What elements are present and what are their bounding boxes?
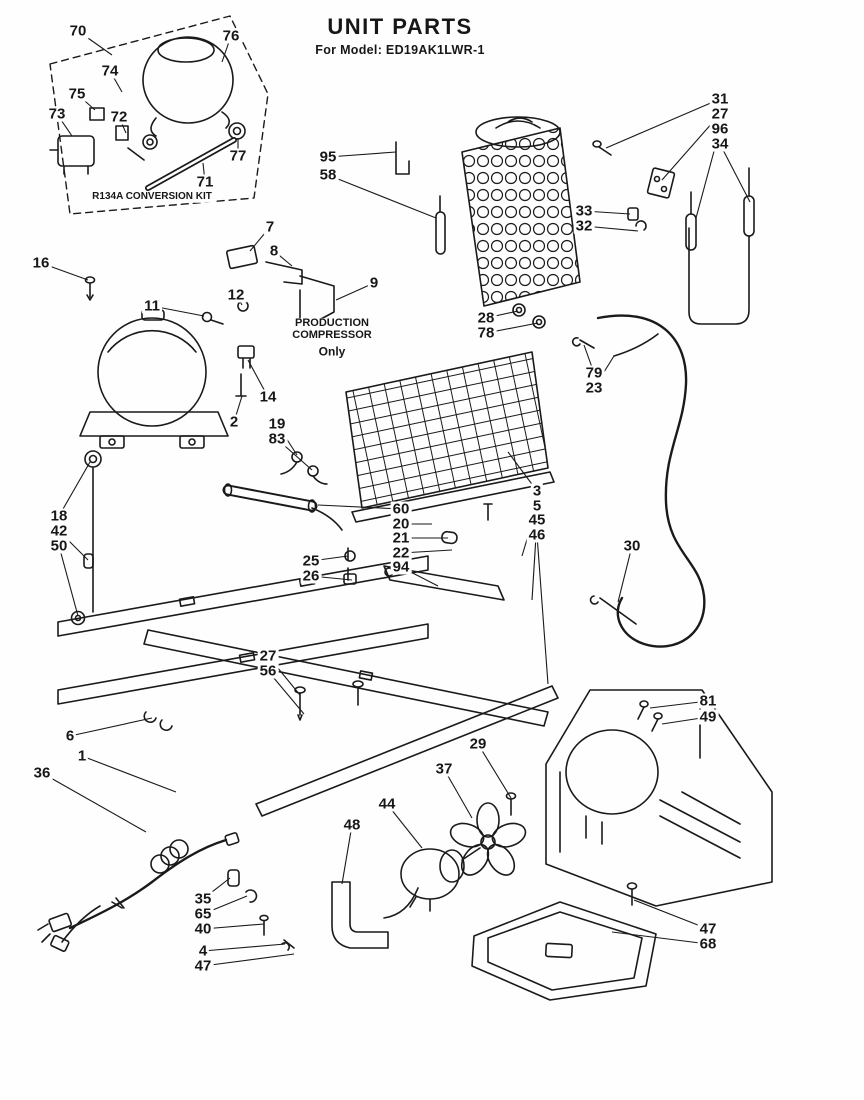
part-callout-33: 33 <box>573 202 595 220</box>
part-callout-40: 40 <box>192 920 214 938</box>
part-callout-2: 2 <box>227 413 241 431</box>
evaporator-art <box>345 351 555 523</box>
part-callout-1: 1 <box>75 747 89 765</box>
part-callout-29: 29 <box>467 735 489 753</box>
part-callout-68: 68 <box>697 935 719 953</box>
fan-motor-art <box>331 802 527 949</box>
part-callout-36: 36 <box>31 764 53 782</box>
part-callout-34: 34 <box>709 135 731 153</box>
part-callout-8: 8 <box>267 242 281 260</box>
part-callout-60: 60 <box>390 500 412 518</box>
part-callout-70: 70 <box>67 22 89 40</box>
part-callout-19: 19 <box>266 415 288 433</box>
part-callout-56: 56 <box>257 662 279 680</box>
part-callout-16: 16 <box>30 254 52 272</box>
part-callout-95: 95 <box>317 148 339 166</box>
part-callout-96: 96 <box>709 120 731 138</box>
part-callout-81: 81 <box>697 692 719 710</box>
part-callout-35: 35 <box>192 890 214 908</box>
part-callout-7: 7 <box>263 218 277 236</box>
part-callout-45: 45 <box>526 511 548 529</box>
part-callout-6: 6 <box>63 727 77 745</box>
part-callout-20: 20 <box>390 515 412 533</box>
part-callout-74: 74 <box>99 62 121 80</box>
part-callout-25: 25 <box>300 552 322 570</box>
wire-harness-art <box>37 832 295 952</box>
part-callout-71: 71 <box>194 173 216 191</box>
model-subtitle: For Model: ED19AK1LWR-1 <box>315 43 485 57</box>
part-callout-31: 31 <box>709 90 731 108</box>
part-callout-11: 11 <box>142 297 162 315</box>
part-callout-30: 30 <box>621 537 643 555</box>
refrigerant-tubes-art <box>571 140 755 648</box>
part-callout-50: 50 <box>48 537 70 555</box>
part-callout-5: 5 <box>530 497 544 515</box>
support-panel-art <box>505 689 773 907</box>
diagram-text-label: COMPRESSOR <box>291 329 373 342</box>
part-callout-77: 77 <box>227 147 249 165</box>
part-callout-58: 58 <box>317 166 339 184</box>
part-callout-73: 73 <box>46 105 68 123</box>
part-callout-49: 49 <box>697 708 719 726</box>
drain-pan-art <box>471 901 657 1001</box>
part-callout-94: 94 <box>390 558 412 576</box>
part-callout-47: 47 <box>697 920 719 938</box>
small-parts-art <box>84 244 637 625</box>
page-title: UNIT PARTS <box>327 14 473 39</box>
compressor-art <box>70 309 229 626</box>
part-callout-47: 47 <box>192 957 214 975</box>
part-callout-27: 27 <box>709 105 731 123</box>
part-callout-22: 22 <box>390 544 412 562</box>
part-callout-4: 4 <box>196 942 210 960</box>
part-callout-27: 27 <box>257 647 279 665</box>
part-callout-78: 78 <box>475 324 497 342</box>
part-callout-23: 23 <box>583 379 605 397</box>
part-callout-83: 83 <box>266 430 288 448</box>
part-callout-48: 48 <box>341 816 363 834</box>
inset-conversion-kit-art <box>49 15 269 215</box>
part-callout-14: 14 <box>257 388 279 406</box>
diagram-text-label: R134A CONVERSION KIT <box>91 190 213 203</box>
part-callout-28: 28 <box>475 309 497 327</box>
diagram-text-label: PRODUCTION <box>294 317 370 330</box>
part-callout-37: 37 <box>433 760 455 778</box>
part-callout-12: 12 <box>225 286 247 304</box>
part-callout-79: 79 <box>583 364 605 382</box>
part-callout-21: 21 <box>390 529 412 547</box>
condenser-coil-art <box>395 116 581 307</box>
part-callout-46: 46 <box>526 526 548 544</box>
part-callout-44: 44 <box>376 795 398 813</box>
part-callout-18: 18 <box>48 507 70 525</box>
part-callout-72: 72 <box>108 108 130 126</box>
part-callout-9: 9 <box>367 274 381 292</box>
part-callout-26: 26 <box>300 567 322 585</box>
diagram-text-label: Only <box>317 344 347 359</box>
frame-rails-art <box>57 555 559 817</box>
part-callout-76: 76 <box>220 27 242 45</box>
part-callout-65: 65 <box>192 905 214 923</box>
part-callout-3: 3 <box>530 482 544 500</box>
part-callout-32: 32 <box>573 217 595 235</box>
part-callout-42: 42 <box>48 522 70 540</box>
diagram-header: UNIT PARTS For Model: ED19AK1LWR-1 <box>0 14 800 57</box>
part-callout-75: 75 <box>66 85 88 103</box>
